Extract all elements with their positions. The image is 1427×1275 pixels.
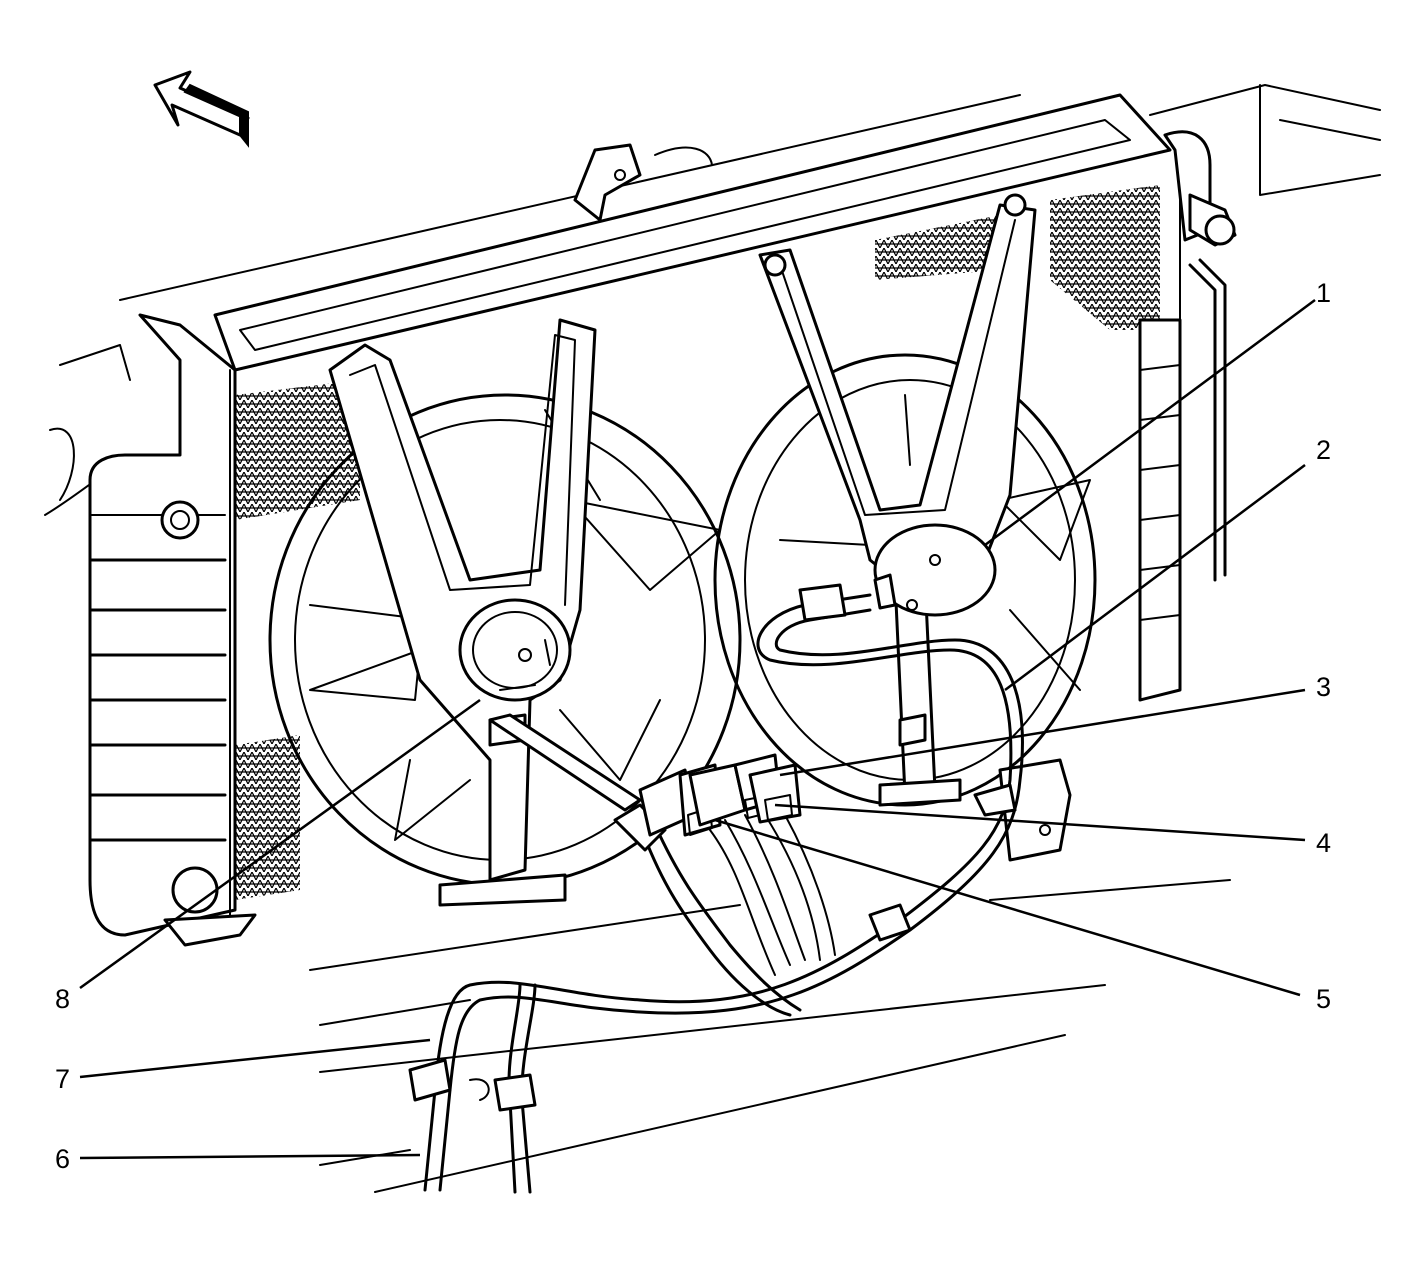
wiring-harness <box>408 573 1024 1194</box>
right-cooling-fan <box>713 193 1097 862</box>
upper-radiator-support <box>213 93 1172 372</box>
left-radiator-tank <box>88 313 257 947</box>
callout-5: 5 <box>1316 984 1331 1014</box>
callout-1: 1 <box>1316 278 1331 308</box>
callout-2: 2 <box>1316 435 1331 465</box>
radiator-core <box>229 179 1181 916</box>
callout-7: 7 <box>55 1064 70 1094</box>
callout-3: 3 <box>1316 672 1331 702</box>
forward-arrow-icon <box>153 70 250 148</box>
callout-labels: 1 2 3 4 5 6 7 8 <box>55 278 1331 1174</box>
callout-4: 4 <box>1316 828 1331 858</box>
leader-lines <box>79 298 1316 1160</box>
callout-8: 8 <box>55 984 70 1014</box>
vehicle-body-lines <box>44 84 1381 1193</box>
right-radiator-tank <box>1138 130 1237 702</box>
callout-6: 6 <box>55 1144 70 1174</box>
